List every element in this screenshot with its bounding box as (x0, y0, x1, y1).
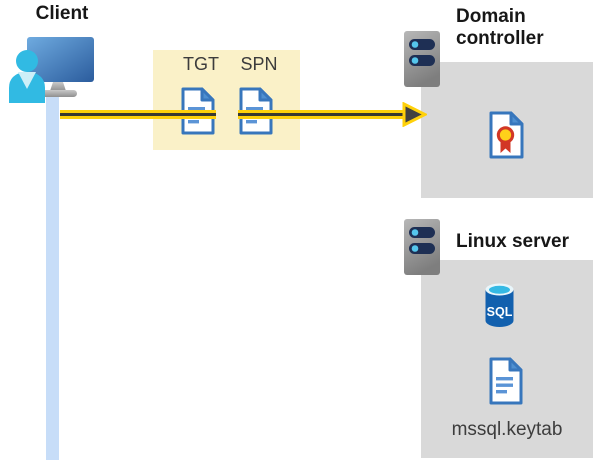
keytab-filename-label: mssql.keytab (451, 419, 563, 440)
sql-icon-label: SQL (487, 305, 513, 319)
keytab-document-icon (489, 357, 523, 405)
monitor-icon (27, 37, 94, 97)
client-workstation-icon (9, 37, 94, 103)
auth-arrow-segment-right (238, 110, 404, 119)
certificate-icon (489, 111, 524, 159)
linux-server-label: Linux server (456, 231, 569, 252)
spn-label: SPN (240, 54, 278, 74)
domain-controller-server-icon (404, 31, 440, 87)
ticket-box: TGT SPN (153, 50, 300, 150)
auth-arrow-segment-left (60, 110, 216, 119)
sql-database-icon: SQL (485, 283, 514, 327)
auth-arrow-head-icon (402, 102, 427, 127)
person-icon (9, 50, 45, 103)
domain-controller-label: Domain controller (456, 6, 544, 49)
tgt-label: TGT (183, 54, 219, 74)
linux-server-icon (404, 219, 440, 275)
client-timeline-line (46, 94, 59, 460)
client-label: Client (35, 3, 89, 24)
